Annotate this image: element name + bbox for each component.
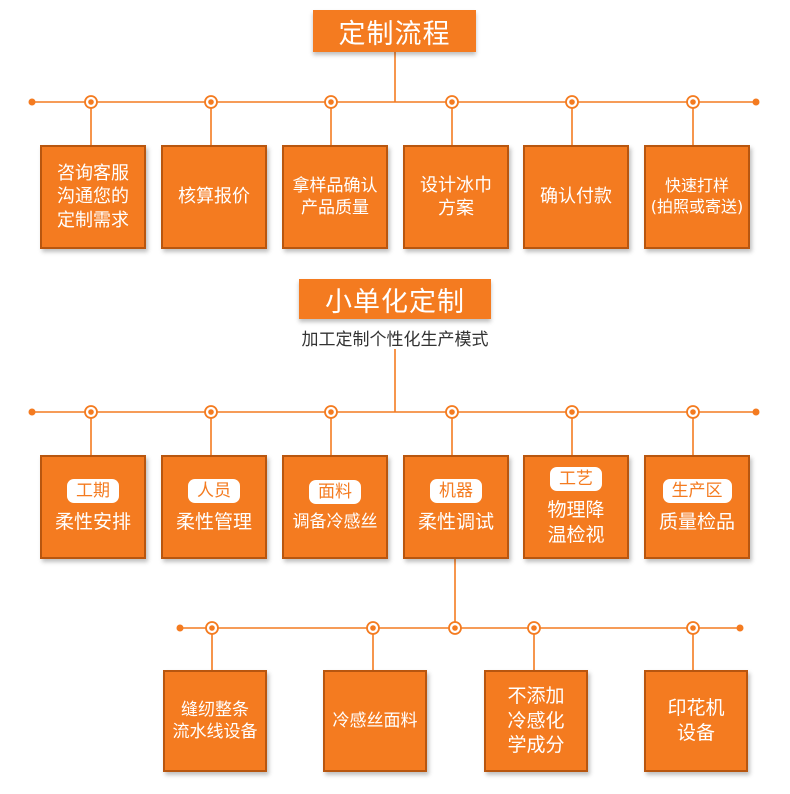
process-step-box: 快速打样 (拍照或寄送) [644,145,750,249]
line-end-dot [752,408,760,416]
customization-item-tag: 生产区 [662,479,732,504]
connector-node [686,621,700,635]
connector-node [445,405,459,419]
connector-node [686,95,700,109]
process-step-label: 核算报价 [178,186,250,208]
customization-item-text: 质量检品 [658,511,735,534]
connector-node [366,621,380,635]
process-step-box: 核算报价 [161,145,267,249]
customization-item-tag: 工艺 [550,466,602,491]
connector-node [204,95,218,109]
connector-node [686,405,700,419]
process-step-label: 咨询客服 沟通您的 定制需求 [57,162,129,231]
customization-item-text: 柔性调试 [417,511,494,534]
connector-node [565,405,579,419]
customization-item-box: 机器柔性调试 [403,455,509,559]
connector-node [445,95,459,109]
customization-item-box: 生产区质量检品 [644,455,750,559]
machine-label: 印花机 设备 [667,697,725,744]
machine-label: 不添加 冷感化 学成分 [507,684,565,757]
customization-item-text: 柔性管理 [175,511,252,534]
line-end-dot [736,624,744,632]
process-step-label: 快速打样 (拍照或寄送) [650,176,744,216]
machine-box: 印花机 设备 [644,670,748,772]
customization-item-text: 柔性安排 [54,511,131,534]
machine-label: 缝纫整条 流水线设备 [172,699,258,742]
process-step-box: 确认付款 [523,145,629,249]
customization-item-tag: 工期 [67,479,119,504]
process-step-label: 设计冰巾 方案 [420,174,492,219]
customization-item-box: 工艺物理降 温检视 [523,455,629,559]
customization-item-box: 面料调备冷感丝 [282,455,388,559]
customization-item-tag: 人员 [188,479,240,504]
connector-node [204,405,218,419]
process-title: 定制流程 [313,10,476,52]
connector-node [565,95,579,109]
customization-item-text: 调备冷感丝 [292,512,378,533]
small-batch-subtitle: 加工定制个性化生产模式 [301,330,489,350]
machine-box: 缝纫整条 流水线设备 [163,670,267,772]
connector-node [448,621,462,635]
machine-box: 不添加 冷感化 学成分 [484,670,588,772]
line-end-dot [28,98,36,106]
machine-box: 冷感丝面料 [323,670,427,772]
customization-item-text: 物理降 温检视 [547,498,605,546]
connector-node [527,621,541,635]
line-end-dot [28,408,36,416]
process-step-box: 咨询客服 沟通您的 定制需求 [40,145,146,249]
connector-node [324,95,338,109]
process-step-label: 确认付款 [540,186,612,208]
connector-node [84,95,98,109]
line-end-dot [752,98,760,106]
customization-item-box: 人员柔性管理 [161,455,267,559]
customization-item-tag: 面料 [309,480,361,505]
small-batch-title: 小单化定制 [299,279,491,319]
machine-label: 冷感丝面料 [332,710,418,731]
connector-node [324,405,338,419]
line-end-dot [176,624,184,632]
connector-node [205,621,219,635]
connector-node [84,405,98,419]
process-step-box: 拿样品确认 产品质量 [282,145,388,249]
customization-item-tag: 机器 [430,479,482,504]
process-step-label: 拿样品确认 产品质量 [292,175,378,218]
process-step-box: 设计冰巾 方案 [403,145,509,249]
customization-item-box: 工期柔性安排 [40,455,146,559]
